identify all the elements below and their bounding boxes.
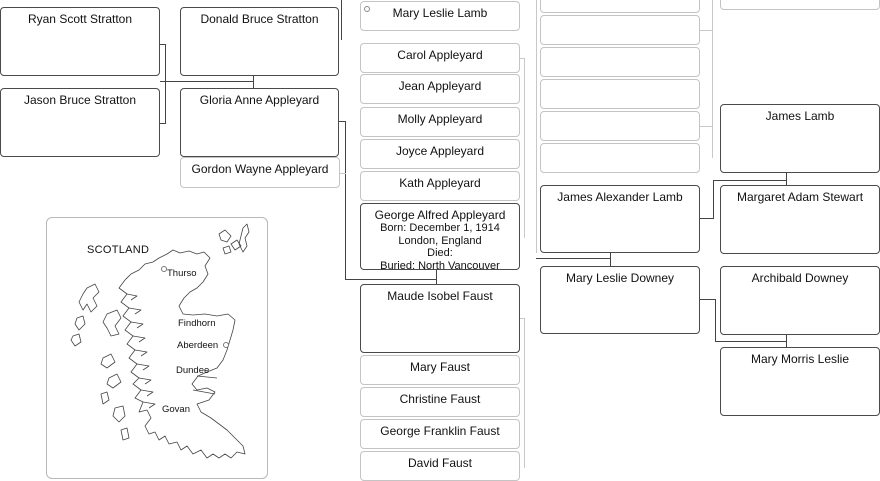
connector-right-siblings-h2 [700, 126, 712, 127]
person-name: Carol Appleyard [397, 48, 483, 62]
person-mary-morris-leslie[interactable]: Mary Morris Leslie [720, 347, 880, 416]
city-label-findhorn: Findhorn [178, 318, 216, 329]
connector-appleyard-siblings [524, 58, 525, 238]
city-label-govan: Govan [162, 404, 190, 415]
person-gordon-wayne-appleyard[interactable]: Gordon Wayne Appleyard [180, 157, 340, 188]
connector-donald-up [341, 0, 342, 40]
person-gloria-anne-appleyard[interactable]: Gloria Anne Appleyard [180, 88, 339, 157]
person-james-lamb[interactable]: James Lamb [720, 104, 880, 173]
person-name: Gloria Anne Appleyard [199, 93, 320, 107]
person-empty-slot[interactable] [540, 143, 700, 173]
person-name: Mary Faust [409, 360, 470, 374]
city-label-thurso: Thurso [167, 268, 197, 279]
city-label-aberdeen: Aberdeen [177, 340, 219, 351]
person-empty-slot[interactable] [540, 0, 700, 13]
city-marker-icon [161, 266, 167, 272]
person-mary-leslie-lamb[interactable]: Mary Leslie Lamb [360, 1, 520, 31]
connector-right-siblings-h1 [700, 30, 712, 31]
person-name: Gordon Wayne Appleyard [191, 162, 329, 176]
city-marker-icon [223, 342, 229, 348]
person-name: Molly Appleyard [397, 112, 483, 126]
person-name: George Alfred Appleyard [374, 208, 506, 222]
connector-faust-siblings-h [520, 318, 525, 319]
connector-parents-vertical [253, 76, 254, 89]
person-name: Margaret Adam Stewart [736, 190, 864, 204]
death-date: Died: [427, 247, 453, 259]
person-george-franklin-faust[interactable]: George Franklin Faust [360, 419, 520, 449]
connector-to-lamb-parents [536, 258, 610, 259]
person-christine-faust[interactable]: Christine Faust [360, 387, 520, 417]
connector-faust-siblings [524, 318, 525, 468]
connector-to-george [345, 279, 436, 280]
person-name: Archibald Downey [751, 271, 849, 285]
connector-james-alexander-h [700, 218, 713, 219]
connector-lamb-downey-vertical [610, 252, 611, 267]
connector-mary-downey-v [715, 299, 716, 341]
person-empty-slot[interactable] [540, 15, 700, 45]
person-name: Kath Appleyard [399, 176, 481, 190]
person-name: Ryan Scott Stratton [27, 12, 133, 26]
person-name: David Faust [407, 456, 473, 470]
person-name: Mary Morris Leslie [750, 352, 849, 366]
connector-gordon-h [340, 173, 346, 174]
person-george-alfred-appleyard[interactable]: George Alfred Appleyard Born: December 1… [360, 203, 520, 272]
person-jean-appleyard[interactable]: Jean Appleyard [360, 74, 520, 104]
connector-james-alexander-v [713, 180, 714, 219]
person-name: James Lamb [765, 109, 835, 123]
person-name: Jason Bruce Stratton [23, 93, 137, 107]
person-david-faust[interactable]: David Faust [360, 451, 520, 481]
connector-lamb-parents-v [786, 173, 787, 185]
map-title: SCOTLAND [87, 244, 150, 256]
person-name: Mary Leslie Lamb [392, 6, 488, 20]
person-maude-isobel-faust[interactable]: Maude Isobel Faust [360, 284, 520, 353]
expand-marker-icon[interactable] [364, 6, 370, 12]
person-carol-appleyard[interactable]: Carol Appleyard [360, 43, 520, 73]
scotland-map-panel: SCOTLAND Thurso Findhorn Aberdeen Dundee… [46, 217, 268, 479]
person-empty-slot[interactable] [540, 111, 700, 141]
person-james-alexander-lamb[interactable]: James Alexander Lamb [540, 185, 700, 253]
person-kath-appleyard[interactable]: Kath Appleyard [360, 171, 520, 201]
person-name: Joyce Appleyard [395, 144, 485, 158]
birth-date: Born: December 1, 1914 [380, 222, 500, 234]
person-mary-leslie-downey[interactable]: Mary Leslie Downey [540, 266, 700, 334]
person-name: Christine Faust [399, 392, 481, 406]
scotland-outline-map [70, 223, 250, 459]
person-archibald-downey[interactable]: Archibald Downey [720, 266, 880, 335]
person-margaret-adam-stewart[interactable]: Margaret Adam Stewart [720, 185, 880, 254]
connector-gloria-down [345, 121, 346, 279]
connector-sons-stub-2 [160, 123, 165, 124]
person-name: Maude Isobel Faust [387, 289, 493, 303]
person-name: Donald Bruce Stratton [200, 12, 319, 26]
person-joyce-appleyard[interactable]: Joyce Appleyard [360, 139, 520, 169]
connector-top-children [536, 0, 537, 253]
person-name: George Franklin Faust [380, 424, 500, 438]
person-name: James Alexander Lamb [557, 190, 683, 204]
connector-appleyard-siblings-h [520, 58, 525, 59]
burial-place: Buried: North Vancouver [380, 259, 500, 272]
connector-lamb-parents-h [713, 180, 786, 181]
person-name: Mary Leslie Downey [565, 271, 675, 285]
connector-mary-downey-h [700, 299, 715, 300]
connector-gloria-h [338, 121, 346, 122]
person-empty-slot[interactable] [540, 79, 700, 109]
person-donald-bruce-stratton[interactable]: Donald Bruce Stratton [180, 7, 339, 76]
person-empty-slot[interactable] [540, 47, 700, 77]
person-molly-appleyard[interactable]: Molly Appleyard [360, 107, 520, 137]
connector-downey-parents-h [715, 341, 786, 342]
connector-sons-vertical [165, 44, 166, 124]
person-jason-bruce-stratton[interactable]: Jason Bruce Stratton [0, 88, 160, 157]
connector-sons-to-donald [160, 81, 253, 82]
birth-place: London, England [398, 234, 482, 247]
connector-right-siblings [712, 0, 713, 158]
city-label-dundee: Dundee [176, 365, 210, 376]
person-name: Jean Appleyard [398, 79, 482, 93]
connector-george-maude [436, 270, 437, 285]
person-ryan-scott-stratton[interactable]: Ryan Scott Stratton [0, 7, 160, 76]
person-mary-faust[interactable]: Mary Faust [360, 355, 520, 385]
connector-downey-parents-v [786, 335, 787, 348]
person-empty-slot[interactable] [720, 0, 880, 10]
connector-sons-stub-1 [160, 44, 165, 45]
